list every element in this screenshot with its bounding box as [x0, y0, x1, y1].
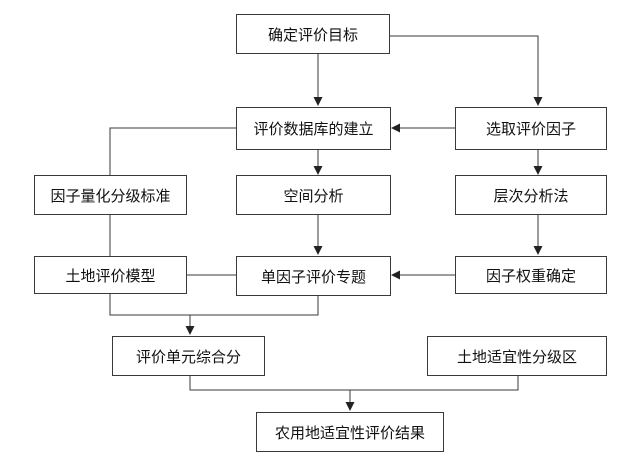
- node-determine-goal: 确定评价目标: [236, 14, 390, 54]
- node-single-factor-maps: 单因子评价专题: [236, 256, 391, 296]
- edge-database-to-quantify: [109, 127, 237, 175]
- node-database: 评价数据库的建立: [236, 107, 391, 150]
- node-quantify-standard: 因子量化分级标准: [34, 175, 187, 215]
- node-ahp: 层次分析法: [455, 175, 607, 215]
- node-select-factors: 选取评价因子: [455, 107, 607, 150]
- node-weight-determination: 因子权重确定: [455, 256, 607, 294]
- node-spatial-analysis: 空间分析: [236, 175, 391, 215]
- edge-goal-to-select-factors: [389, 35, 543, 106]
- edge-merge-to-unit-synthesis: [109, 293, 319, 316]
- node-final-result: 农用地适宜性评价结果: [256, 412, 444, 452]
- edge-unit-synthesis-to-result: [189, 375, 519, 391]
- node-land-model: 土地评价模型: [34, 256, 187, 294]
- node-suitability-zoning: 土地适宜性分级区: [427, 336, 607, 376]
- node-unit-synthesis: 评价单元综合分: [112, 336, 265, 376]
